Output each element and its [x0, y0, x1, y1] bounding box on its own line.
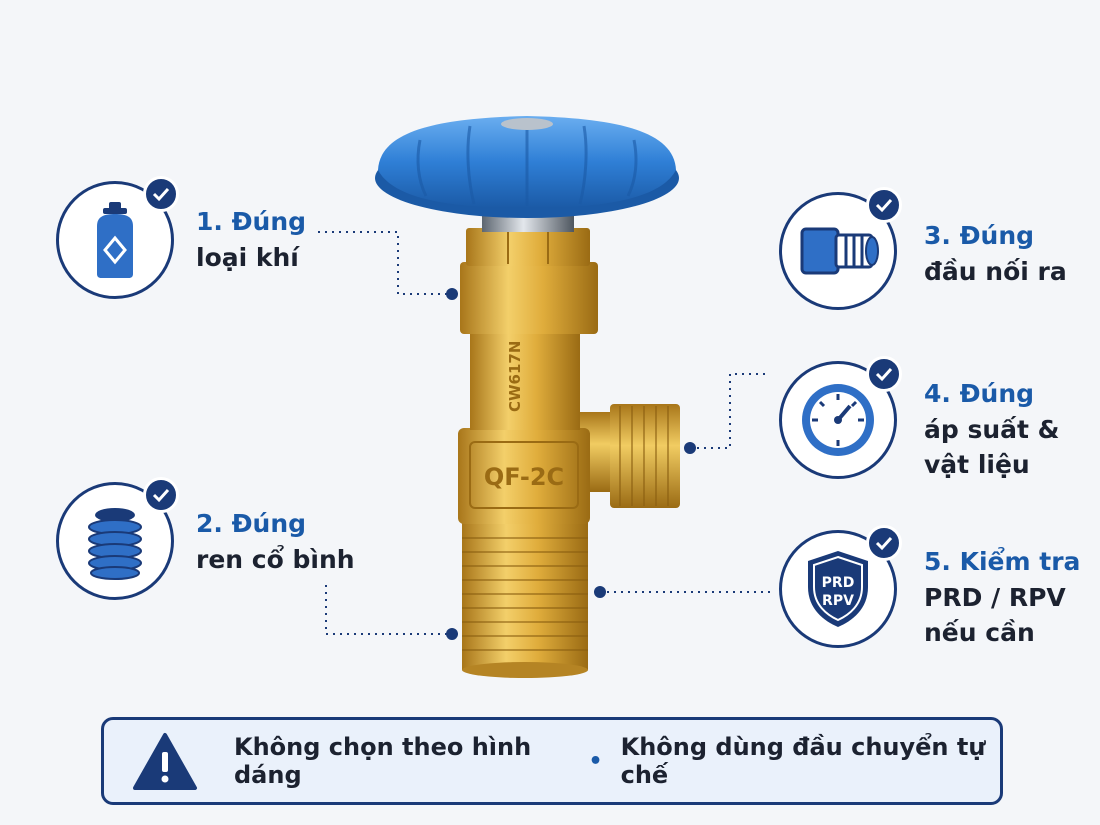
- shield-text-rpv: RPV: [822, 593, 854, 609]
- check-icon: [143, 176, 179, 212]
- warning-text: Không chọn theo hình dáng • Không dùng đ…: [234, 720, 1000, 802]
- item-1-title: 1. Đúng: [196, 207, 307, 236]
- check-icon: [866, 187, 902, 223]
- connector-lines: [318, 231, 770, 635]
- check-icon: [866, 525, 902, 561]
- valve-body-marking: QF-2C: [484, 463, 564, 491]
- pressure-gauge-icon: [802, 384, 874, 456]
- item-3-label: 3. Đúng đầu nối ra: [924, 218, 1067, 289]
- warning-icon: [133, 733, 197, 790]
- item-4-title: 4. Đúng: [924, 379, 1035, 408]
- prd-rpv-badge: PRD RPV: [779, 530, 897, 648]
- check-icon: [866, 356, 902, 392]
- item-4-label: 4. Đúng áp suất & vật liệu: [924, 376, 1059, 483]
- item-2-title: 2. Đúng: [196, 509, 307, 538]
- check-icon: [143, 477, 179, 513]
- item-3-title: 3. Đúng: [924, 221, 1035, 250]
- neck-thread-badge: [56, 482, 174, 600]
- valve-side-marking: CW617N: [506, 341, 524, 412]
- pressure-material-badge: [779, 361, 897, 479]
- item-5-text-2: nếu cần: [924, 618, 1035, 647]
- item-5-title: 5. Kiểm tra: [924, 547, 1081, 576]
- shield-icon: PRD RPV: [808, 551, 868, 627]
- shield-text-prd: PRD: [822, 575, 855, 591]
- item-1-label: 1. Đúng loại khí: [196, 204, 306, 275]
- item-2-text: ren cổ bình: [196, 544, 355, 574]
- item-3-text: đầu nối ra: [924, 256, 1067, 286]
- warning-text-1: Không chọn theo hình dáng: [234, 733, 532, 789]
- warning-text-2: Không dùng đầu chuyển tự chế: [620, 733, 986, 789]
- gas-cylinder-icon: [97, 202, 133, 278]
- item-2-label: 2. Đúng ren cổ bình: [196, 506, 355, 577]
- item-1-text: loại khí: [196, 242, 299, 272]
- item-4-text-2: vật liệu: [924, 450, 1030, 479]
- warning-separator: •: [588, 748, 603, 774]
- warning-banner: Không chọn theo hình dáng • Không dùng đ…: [101, 717, 1003, 805]
- thread-icon: [88, 508, 142, 580]
- outlet-connector-icon: [800, 227, 879, 275]
- item-5-text-1: PRD / RPV: [924, 582, 1066, 612]
- item-5-label: 5. Kiểm tra PRD / RPV nếu cần: [924, 544, 1080, 651]
- item-4-text-1: áp suất &: [924, 414, 1060, 444]
